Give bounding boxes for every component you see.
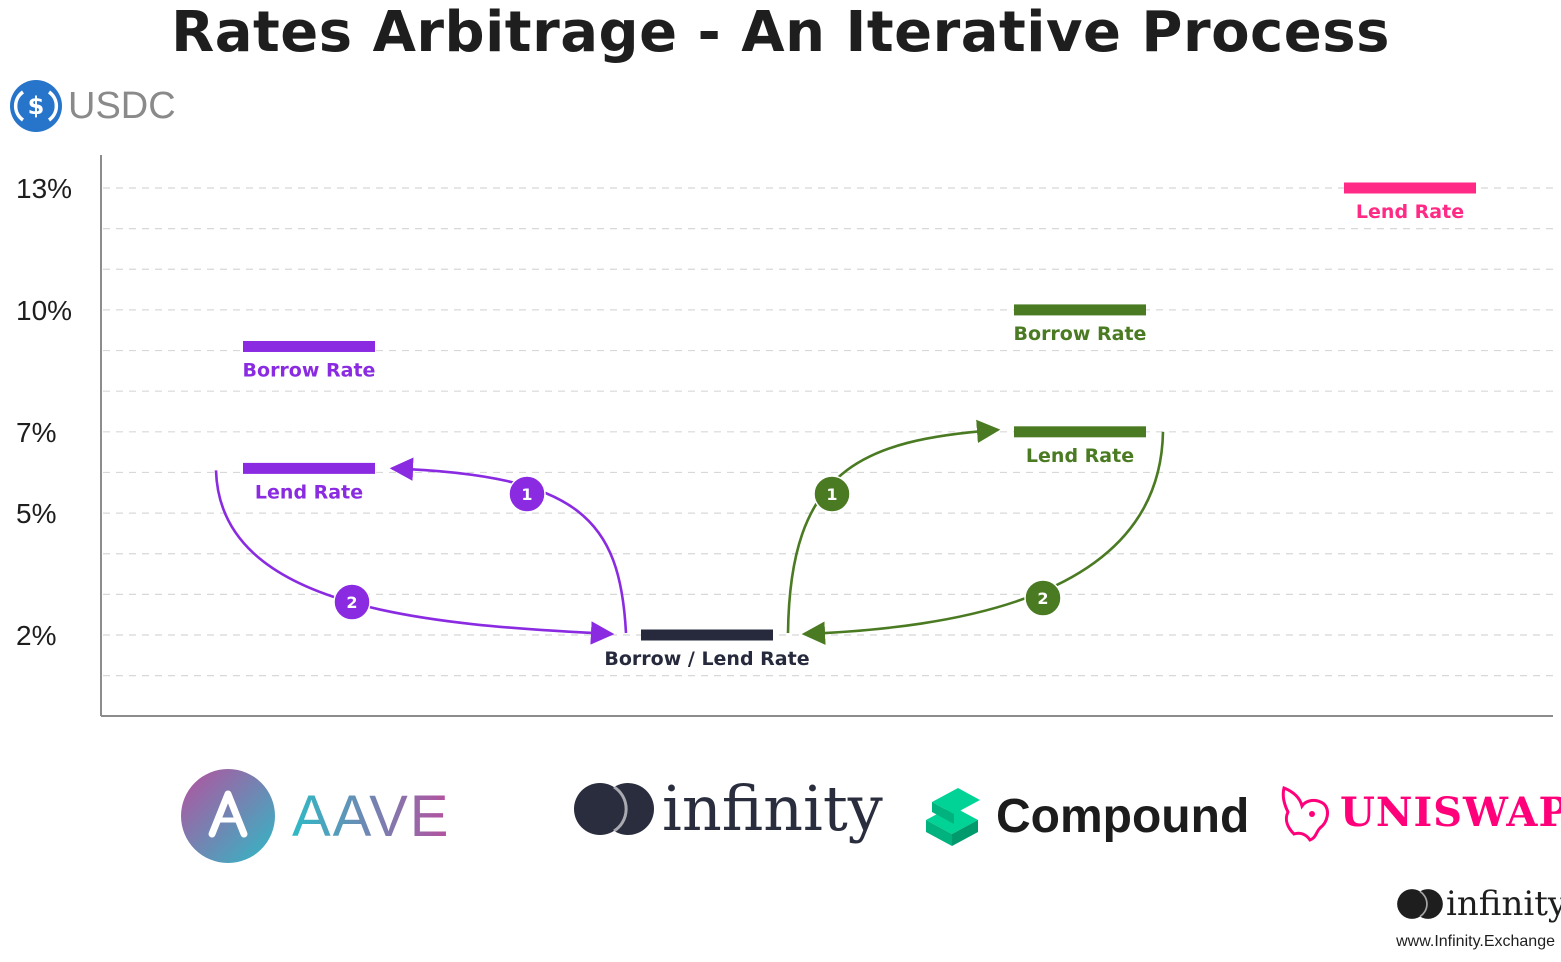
uniswap-wordmark: UNISWAP	[1340, 788, 1561, 836]
rate-label: Borrow Rate	[243, 359, 376, 381]
asset-label: USDC	[68, 84, 176, 127]
compound-wordmark: Compound	[996, 789, 1250, 843]
uniswap-unicorn-icon	[1281, 785, 1329, 842]
rate-bar	[1014, 426, 1146, 438]
step-badge	[333, 583, 371, 621]
rate-label: Borrow / Lend Rate	[604, 648, 809, 670]
step-badge-label: 2	[1037, 589, 1048, 608]
rate-bar	[1344, 182, 1476, 194]
flow-arrow	[786, 419, 1001, 634]
footer-infinity-mark-icon	[1397, 889, 1443, 919]
rate-label: Lend Rate	[1356, 201, 1464, 223]
gridlines	[103, 187, 1553, 677]
footer-url: www.Infinity.Exchange	[1396, 933, 1555, 950]
aave-logo: AAVE	[180, 768, 450, 864]
axes	[100, 155, 1553, 717]
y-tick-label: 7%	[16, 417, 56, 448]
y-tick-labels: 2% 5% 7% 10% 13%	[16, 173, 72, 651]
page-title: Rates Arbitrage - An Iterative Process	[171, 0, 1390, 65]
infinity-wordmark: infinity	[662, 772, 883, 845]
aave-ghost-icon	[181, 769, 275, 863]
y-tick-label: 10%	[16, 295, 72, 326]
step-badge	[508, 475, 546, 513]
step-badge	[1024, 579, 1062, 617]
rate-bar	[641, 629, 773, 641]
y-tick-label: 13%	[16, 173, 72, 204]
compound-logo: Compound	[922, 780, 1249, 852]
step-badge-label: 1	[521, 485, 532, 504]
aave-wordmark: AAVE	[292, 783, 451, 849]
footer-infinity-wordmark: infinity	[1446, 884, 1561, 924]
flow-arrows: 1 2 1 2	[214, 419, 1165, 645]
step-badge-label: 2	[346, 593, 357, 612]
flow-arrow	[389, 457, 628, 634]
rate-label: Borrow Rate	[1014, 323, 1147, 345]
step-badge	[813, 475, 851, 513]
uniswap-logo: UNISWAP	[1276, 782, 1561, 842]
infinity-logo: infinity	[572, 772, 883, 845]
compound-cubes-icon	[926, 788, 980, 846]
rate-bar	[1014, 304, 1146, 316]
svg-text:$: $	[28, 92, 45, 120]
rate-bar	[243, 340, 375, 352]
infinity-mark-icon	[574, 782, 654, 835]
rate-bar	[243, 462, 375, 474]
asset-header: $ USDC	[8, 78, 176, 134]
step-badge-label: 1	[826, 485, 837, 504]
y-tick-label: 5%	[16, 498, 56, 529]
rate-label: Lend Rate	[1026, 445, 1134, 467]
y-tick-label: 2%	[16, 620, 56, 651]
footer-infinity-logo: infinity	[1396, 884, 1561, 924]
usdc-coin-icon: $	[10, 80, 62, 132]
rate-label: Lend Rate	[255, 481, 363, 503]
